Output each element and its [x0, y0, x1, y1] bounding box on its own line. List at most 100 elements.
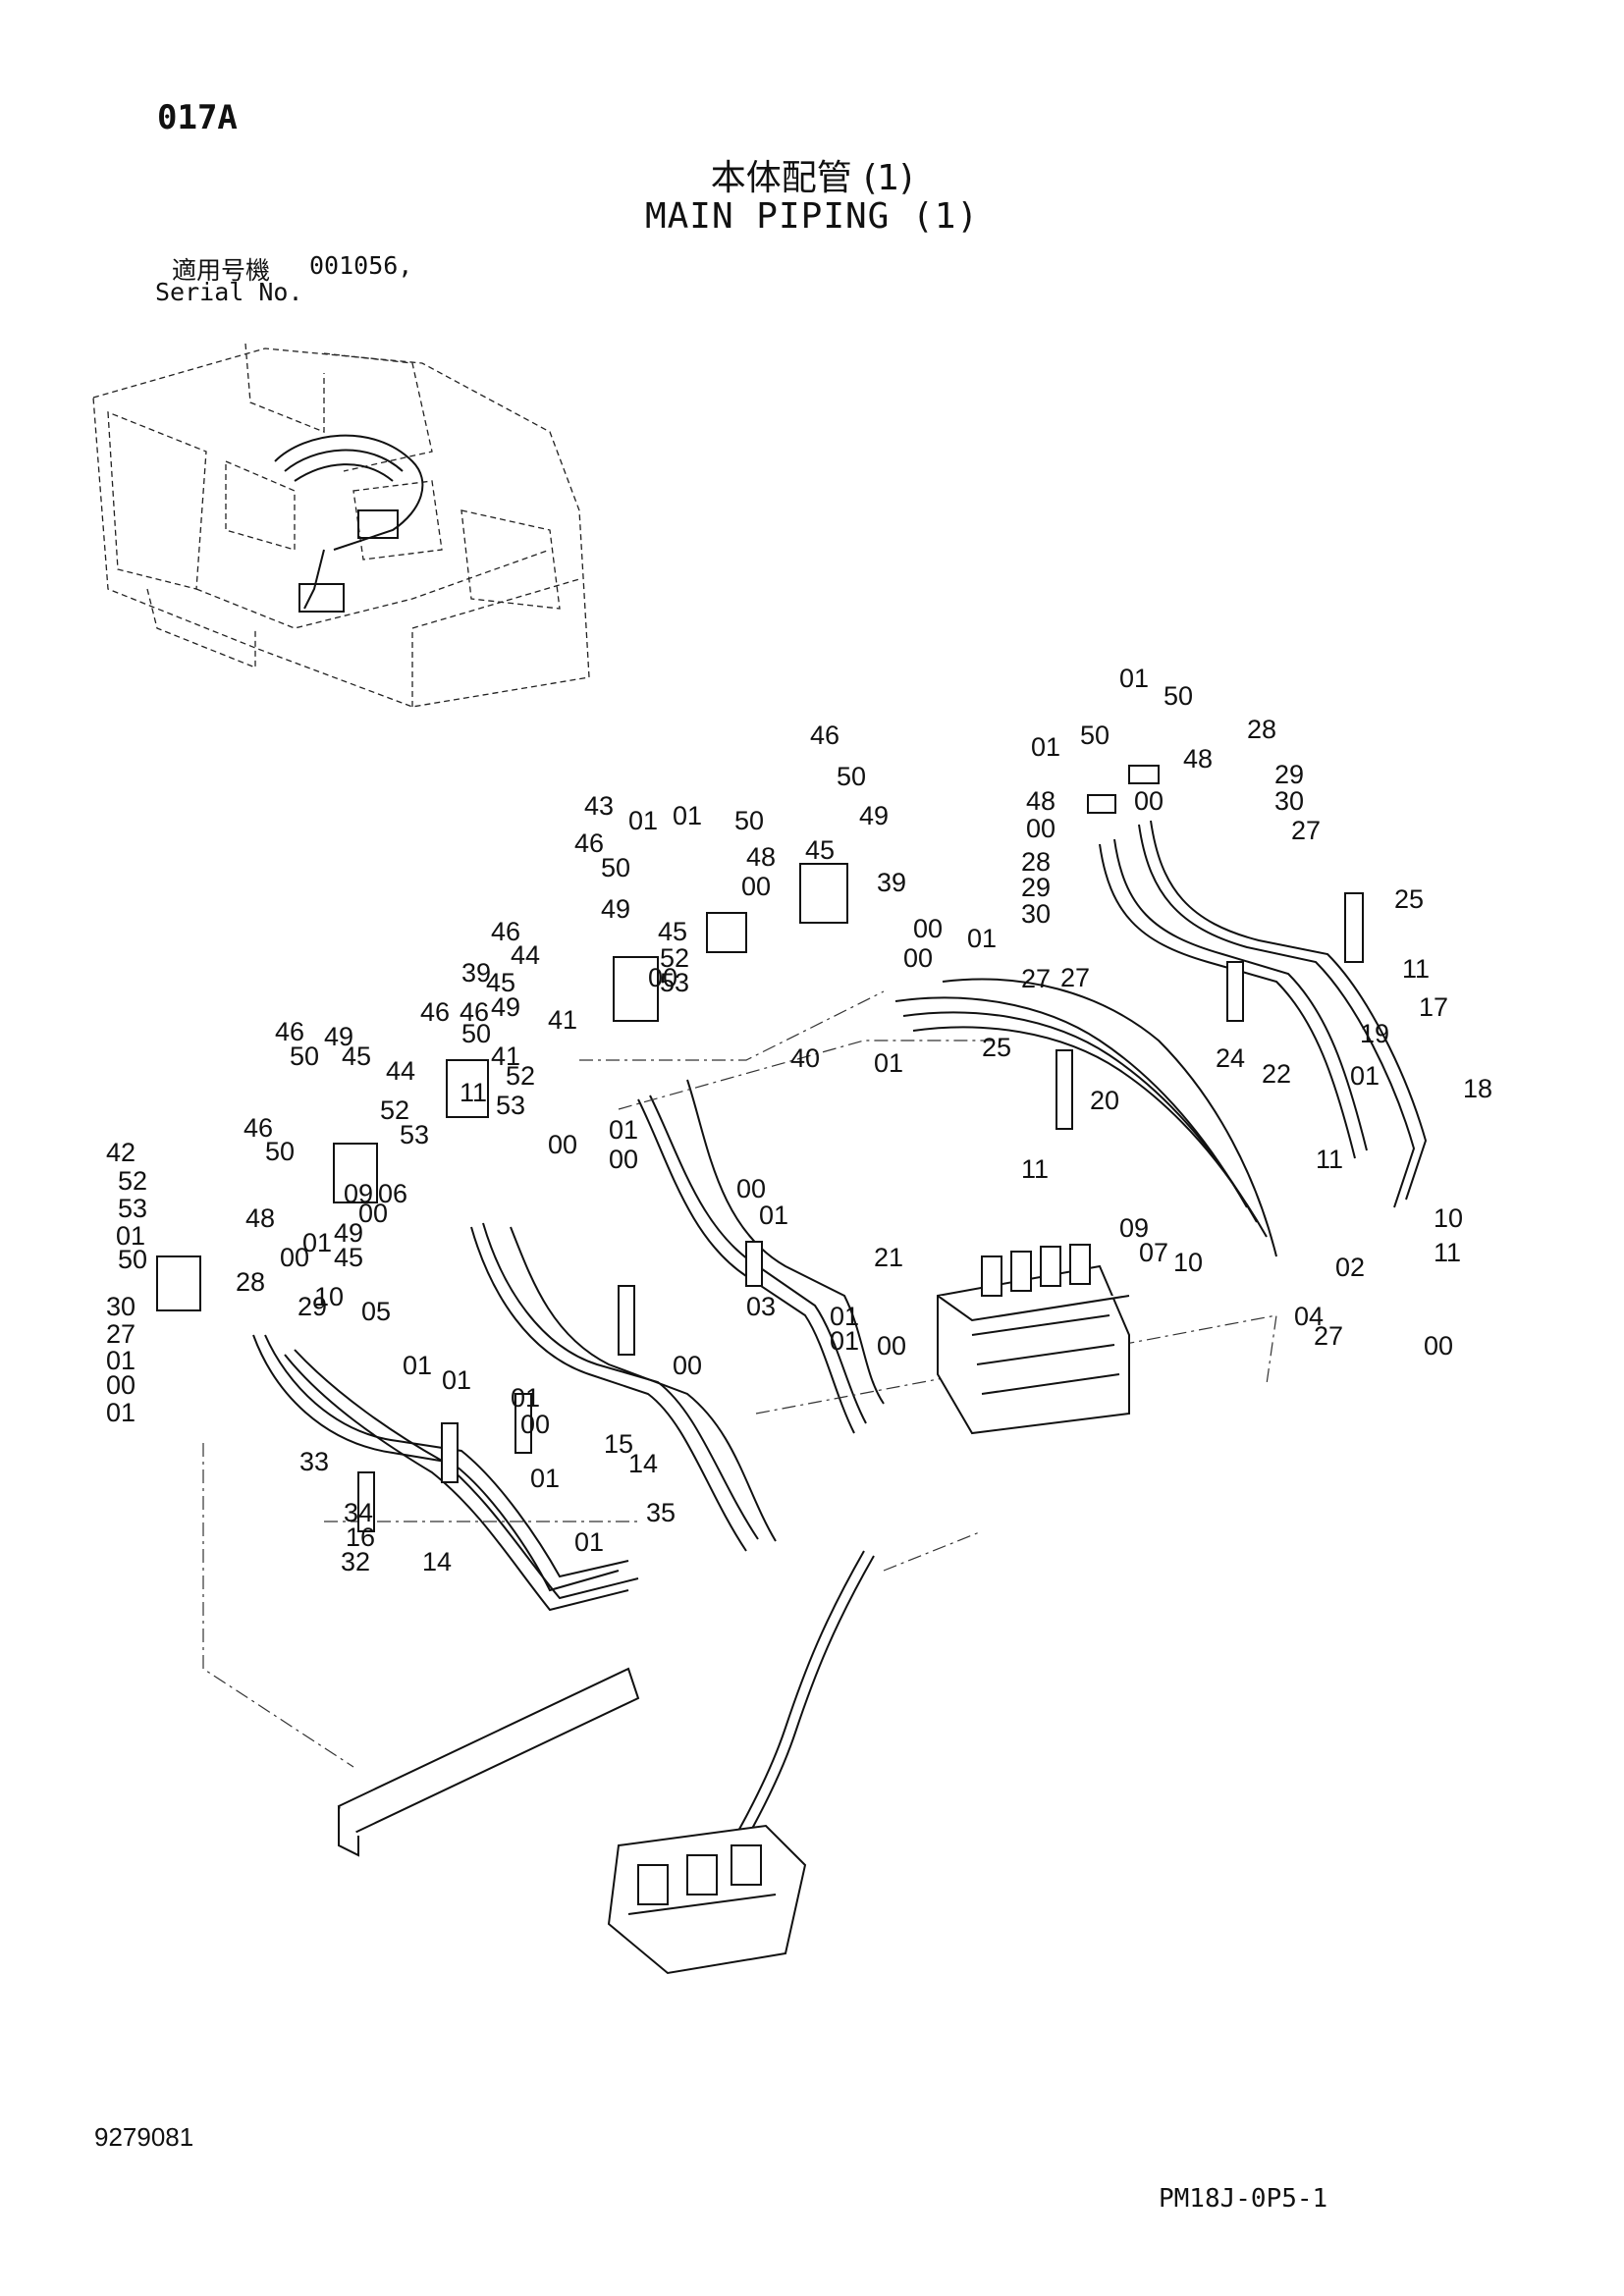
callout-05: 05 [361, 1297, 391, 1326]
callout-09: 09 [344, 1179, 373, 1208]
clamp-10b [514, 1393, 532, 1454]
callout-01: 01 [106, 1346, 135, 1375]
bracket-39-lower [333, 1143, 378, 1203]
callout-00: 00 [903, 943, 933, 973]
callout-45: 45 [805, 835, 835, 865]
callout-01: 01 [1031, 732, 1060, 762]
bracket-39-upper [799, 863, 848, 924]
clamp-24 [1226, 961, 1244, 1022]
callout-19: 19 [1360, 1019, 1389, 1048]
callout-48: 48 [245, 1203, 275, 1233]
callout-00: 00 [609, 1145, 638, 1174]
callout-01: 01 [967, 924, 997, 953]
callout-46: 46 [420, 997, 450, 1027]
callout-24: 24 [1216, 1043, 1245, 1073]
callout-52: 52 [380, 1095, 409, 1125]
frame-plate [337, 1667, 640, 1857]
callout-10: 10 [1173, 1248, 1203, 1277]
drawing-number: 9279081 [94, 2122, 194, 2152]
callout-01: 01 [530, 1464, 560, 1493]
callout-42: 42 [106, 1138, 135, 1167]
callout-20: 20 [1090, 1086, 1119, 1115]
callout-01: 01 [1119, 664, 1149, 693]
callout-00: 00 [736, 1174, 766, 1203]
pilot-valve-assembly [607, 1824, 807, 1975]
callout-35: 35 [646, 1498, 676, 1527]
bracket-42 [156, 1255, 201, 1311]
callout-49: 49 [334, 1218, 363, 1248]
callout-11: 11 [460, 1078, 487, 1107]
callout-16: 16 [346, 1522, 375, 1552]
overview-highlighted-piping [274, 434, 424, 613]
callout-01: 01 [574, 1527, 604, 1557]
callout-11: 11 [1316, 1145, 1343, 1174]
callout-46: 46 [810, 721, 839, 750]
callout-48: 48 [1026, 786, 1056, 816]
callout-01: 01 [116, 1221, 145, 1251]
callout-01: 01 [830, 1302, 859, 1331]
callout-00: 00 [548, 1130, 577, 1159]
callout-01: 01 [759, 1201, 788, 1230]
callout-00: 00 [913, 914, 943, 943]
callout-46: 46 [460, 997, 489, 1027]
callout-30: 30 [1021, 899, 1051, 929]
clamp-06 [745, 1241, 763, 1287]
callout-53: 53 [660, 968, 689, 997]
callout-50: 50 [265, 1137, 295, 1166]
callout-01: 01 [628, 806, 658, 835]
callout-50: 50 [290, 1041, 319, 1071]
callout-45: 45 [334, 1243, 363, 1272]
clamp-09b [441, 1422, 459, 1483]
callout-01: 01 [511, 1383, 540, 1413]
bracket-40 [706, 912, 747, 953]
sheet-code: PM18J-0P5-1 [1159, 2184, 1328, 2214]
clamp-25 [1344, 892, 1364, 963]
callout-30: 30 [106, 1292, 135, 1321]
callout-06: 06 [378, 1179, 407, 1208]
callout-33: 33 [299, 1447, 329, 1476]
callout-27: 27 [106, 1319, 135, 1349]
callout-25: 25 [1394, 884, 1424, 914]
callout-29: 29 [1021, 873, 1051, 902]
callout-49: 49 [601, 894, 630, 924]
serial-label-japanese: 適用号機 [172, 256, 271, 285]
callout-02: 02 [1335, 1253, 1365, 1282]
callout-49: 49 [859, 801, 889, 830]
callout-30: 30 [1274, 786, 1304, 816]
callout-46: 46 [574, 828, 604, 858]
callout-00: 00 [648, 963, 677, 992]
callout-01: 01 [673, 801, 702, 830]
callout-00: 00 [520, 1410, 550, 1439]
callout-52: 52 [118, 1166, 147, 1196]
callout-03: 03 [746, 1292, 776, 1321]
callout-01: 01 [403, 1351, 432, 1380]
callout-50: 50 [461, 1019, 491, 1048]
callout-00: 00 [1424, 1331, 1453, 1361]
callout-50: 50 [837, 762, 866, 791]
callout-00: 00 [1134, 786, 1164, 816]
callout-32: 32 [341, 1547, 370, 1576]
title-japanese: 本体配管 (1) [710, 158, 914, 198]
clamp-10 [1056, 1049, 1073, 1130]
callout-11: 11 [1434, 1238, 1461, 1267]
brackets-and-clamps [156, 765, 1364, 1532]
callout-50: 50 [734, 806, 764, 835]
callout-46: 46 [491, 917, 520, 946]
clamp-09 [618, 1285, 635, 1356]
callout-01: 01 [1350, 1061, 1380, 1091]
callout-28: 28 [236, 1267, 265, 1297]
callout-00: 00 [741, 872, 771, 901]
callout-45: 45 [486, 968, 515, 997]
callout-00: 00 [280, 1243, 309, 1272]
callout-01: 01 [442, 1365, 471, 1395]
callout-48: 48 [746, 842, 776, 872]
callout-14: 14 [422, 1547, 452, 1576]
callout-01: 01 [830, 1326, 859, 1356]
callout-01: 01 [874, 1048, 903, 1078]
callout-45: 45 [342, 1041, 371, 1071]
callout-01: 01 [302, 1228, 332, 1257]
callout-01: 01 [106, 1398, 135, 1427]
callout-52: 52 [660, 943, 689, 973]
callout-44: 44 [386, 1056, 415, 1086]
